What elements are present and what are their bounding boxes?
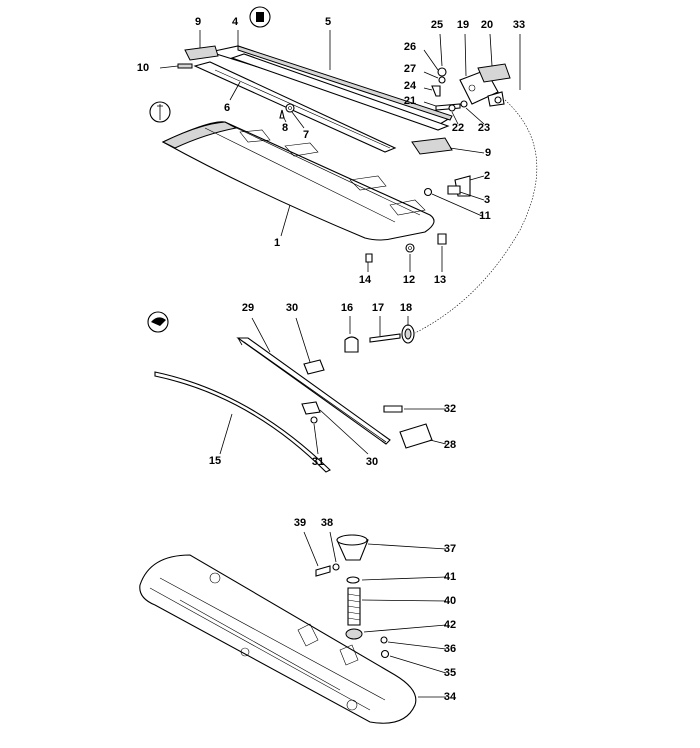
hinge-assembly [431, 63, 511, 112]
callout-c18: 18 [400, 302, 412, 314]
pull-handle [344, 324, 415, 353]
leader-line-c6 [229, 81, 241, 101]
leader-line-c35 [389, 655, 447, 674]
leader-line-c7 [291, 111, 305, 129]
callout-c39: 39 [294, 517, 306, 529]
leader-line-c25 [439, 33, 443, 67]
callout-c42: 42 [444, 619, 456, 631]
leader-line-c28 [429, 439, 447, 445]
weatherstrip-15 [154, 371, 331, 473]
end-cap-left [184, 45, 219, 61]
callout-c30a: 30 [286, 302, 298, 314]
leader-line-c39 [303, 531, 319, 567]
leader-line-c9b [449, 147, 485, 154]
callout-c4: 4 [232, 16, 239, 28]
callout-c22: 22 [452, 122, 464, 134]
callout-c33: 33 [513, 19, 525, 31]
leader-line-c11 [431, 193, 483, 217]
leader-line-c1 [280, 204, 291, 237]
callout-c20: 20 [481, 19, 493, 31]
callout-c9a: 9 [195, 16, 201, 28]
leader-line-c38 [329, 531, 337, 563]
callout-c7: 7 [303, 129, 309, 141]
callout-c37: 37 [444, 543, 456, 555]
callout-c13: 13 [434, 274, 446, 286]
callout-c40: 40 [444, 595, 456, 607]
callout-c1: 1 [274, 237, 280, 249]
callout-c30b: 30 [366, 456, 378, 468]
tray-34 [139, 554, 417, 724]
callout-c8: 8 [282, 122, 288, 134]
callout-c14: 14 [359, 274, 372, 286]
leader-line-c40 [361, 599, 447, 602]
upper-trim-strip [184, 45, 453, 155]
callout-c10: 10 [137, 62, 149, 74]
lid-panel [161, 121, 435, 241]
callout-c25: 25 [431, 19, 443, 31]
small-fasteners [177, 63, 295, 119]
callout-c21: 21 [404, 95, 416, 107]
leader-line-c26 [423, 49, 439, 71]
leader-line-c22 [451, 111, 459, 125]
callout-c16: 16 [341, 302, 353, 314]
leader-lines [159, 30, 521, 698]
callout-c6: 6 [224, 102, 230, 114]
leader-line-c24 [423, 87, 433, 91]
release-cable [414, 99, 538, 334]
callout-c31: 31 [312, 456, 324, 468]
callout-c38: 38 [321, 517, 333, 529]
callout-c2: 2 [484, 170, 490, 182]
callout-c17: 17 [372, 302, 384, 314]
leader-line-c36 [387, 641, 447, 650]
callout-c12: 12 [403, 274, 415, 286]
leader-line-c2 [469, 175, 485, 181]
callout-c15: 15 [209, 455, 221, 467]
callout-c35: 35 [444, 667, 456, 679]
leader-line-c19 [464, 33, 467, 77]
callout-c3: 3 [484, 194, 490, 206]
leader-line-c15 [219, 413, 233, 455]
leader-line-c10 [159, 65, 179, 69]
callout-c23: 23 [478, 122, 490, 134]
bracket-28 [383, 405, 433, 449]
callout-c9b: 9 [485, 147, 491, 159]
leader-line-c3 [459, 191, 485, 201]
leader-line-c30a [295, 317, 311, 363]
callout-c36: 36 [444, 643, 456, 655]
callout-c28: 28 [444, 439, 456, 451]
leader-line-c30b [319, 409, 369, 455]
callout-c26: 26 [404, 41, 416, 53]
clips-30 [301, 359, 325, 424]
callout-c19: 19 [457, 19, 469, 31]
leader-line-c23 [465, 107, 485, 125]
end-cap-right [411, 137, 453, 155]
sealant-tube-icon [249, 6, 271, 28]
callout-c41: 41 [444, 571, 456, 583]
callout-c11: 11 [479, 210, 491, 222]
callout-c34: 34 [444, 691, 457, 703]
leader-line-c21 [423, 101, 437, 107]
release-rod [236, 337, 391, 445]
callout-c29: 29 [242, 302, 254, 314]
leader-line-c42 [363, 624, 447, 633]
callout-c32: 32 [444, 403, 456, 415]
key-tool-icon [149, 101, 171, 123]
leader-line-c31 [313, 423, 319, 455]
leader-line-c37 [367, 543, 447, 550]
catch-parts [365, 175, 471, 263]
leader-line-c29 [251, 317, 271, 353]
callout-c27: 27 [404, 63, 416, 75]
leader-line-c27 [423, 71, 439, 79]
callout-c24: 24 [404, 80, 417, 92]
callout-c5: 5 [325, 16, 331, 28]
leader-line-c20 [489, 33, 493, 67]
adhesive-drop-icon [147, 311, 169, 333]
leader-line-c41 [361, 576, 447, 581]
filler-assembly [315, 534, 390, 659]
leader-line-c8 [283, 117, 287, 123]
